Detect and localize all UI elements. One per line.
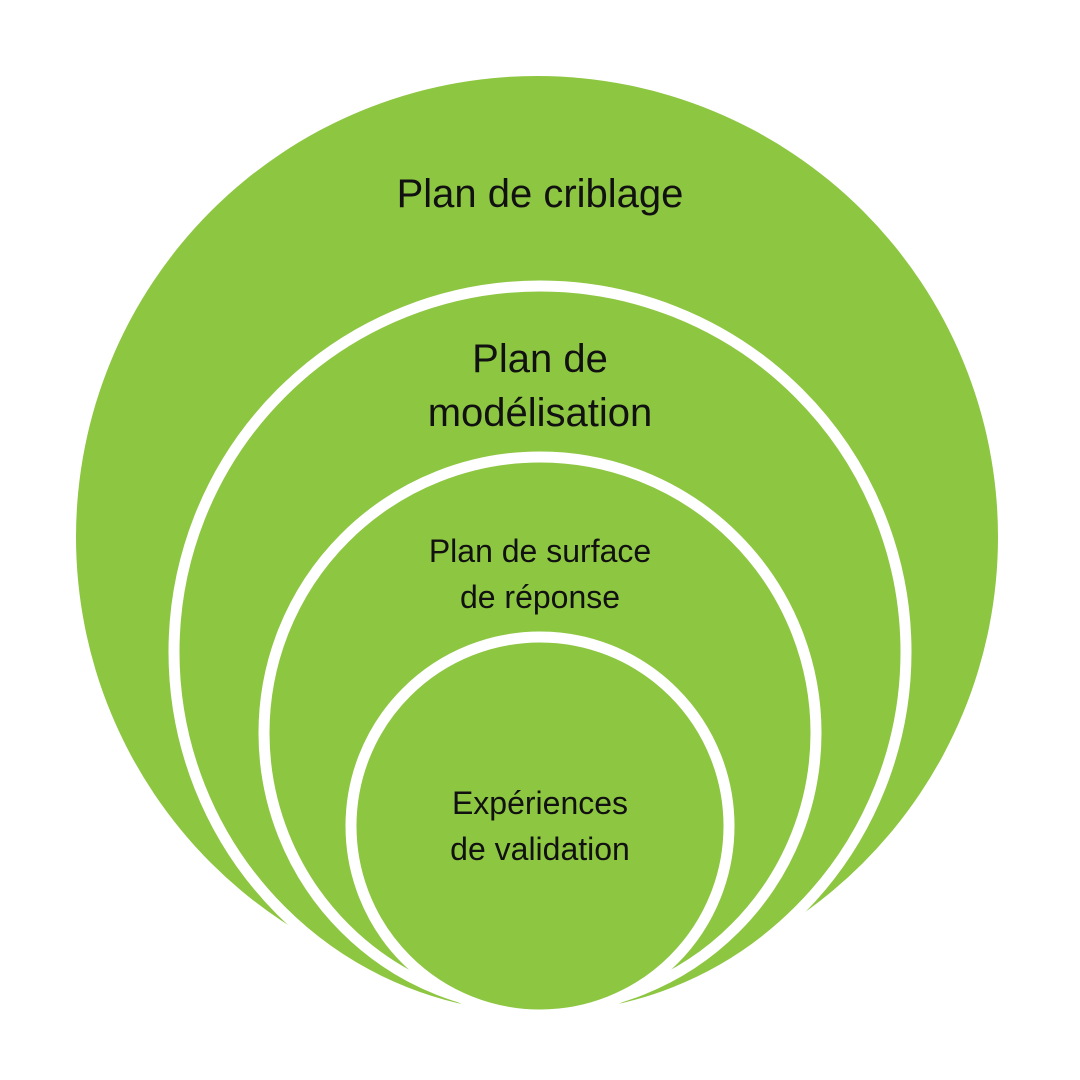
label-line: Expériences [451,785,629,821]
label-line: de validation [450,831,630,867]
label-plan-de-criblage: Plan de criblage [0,168,1080,220]
label-line: Plan de surface [428,533,652,569]
label-plan-de-modelisation: Plan de modélisation [0,332,1080,440]
label-line: Plan de criblage [396,172,684,216]
label-line: de réponse [459,579,621,615]
label-plan-de-surface-de-reponse: Plan de surface de réponse [0,528,1080,620]
circle-experiences-de-validation [345,631,735,1021]
label-experiences-de-validation: Expériences de validation [0,780,1080,872]
label-line: Plan de [472,337,608,381]
label-line: modélisation [427,391,653,435]
